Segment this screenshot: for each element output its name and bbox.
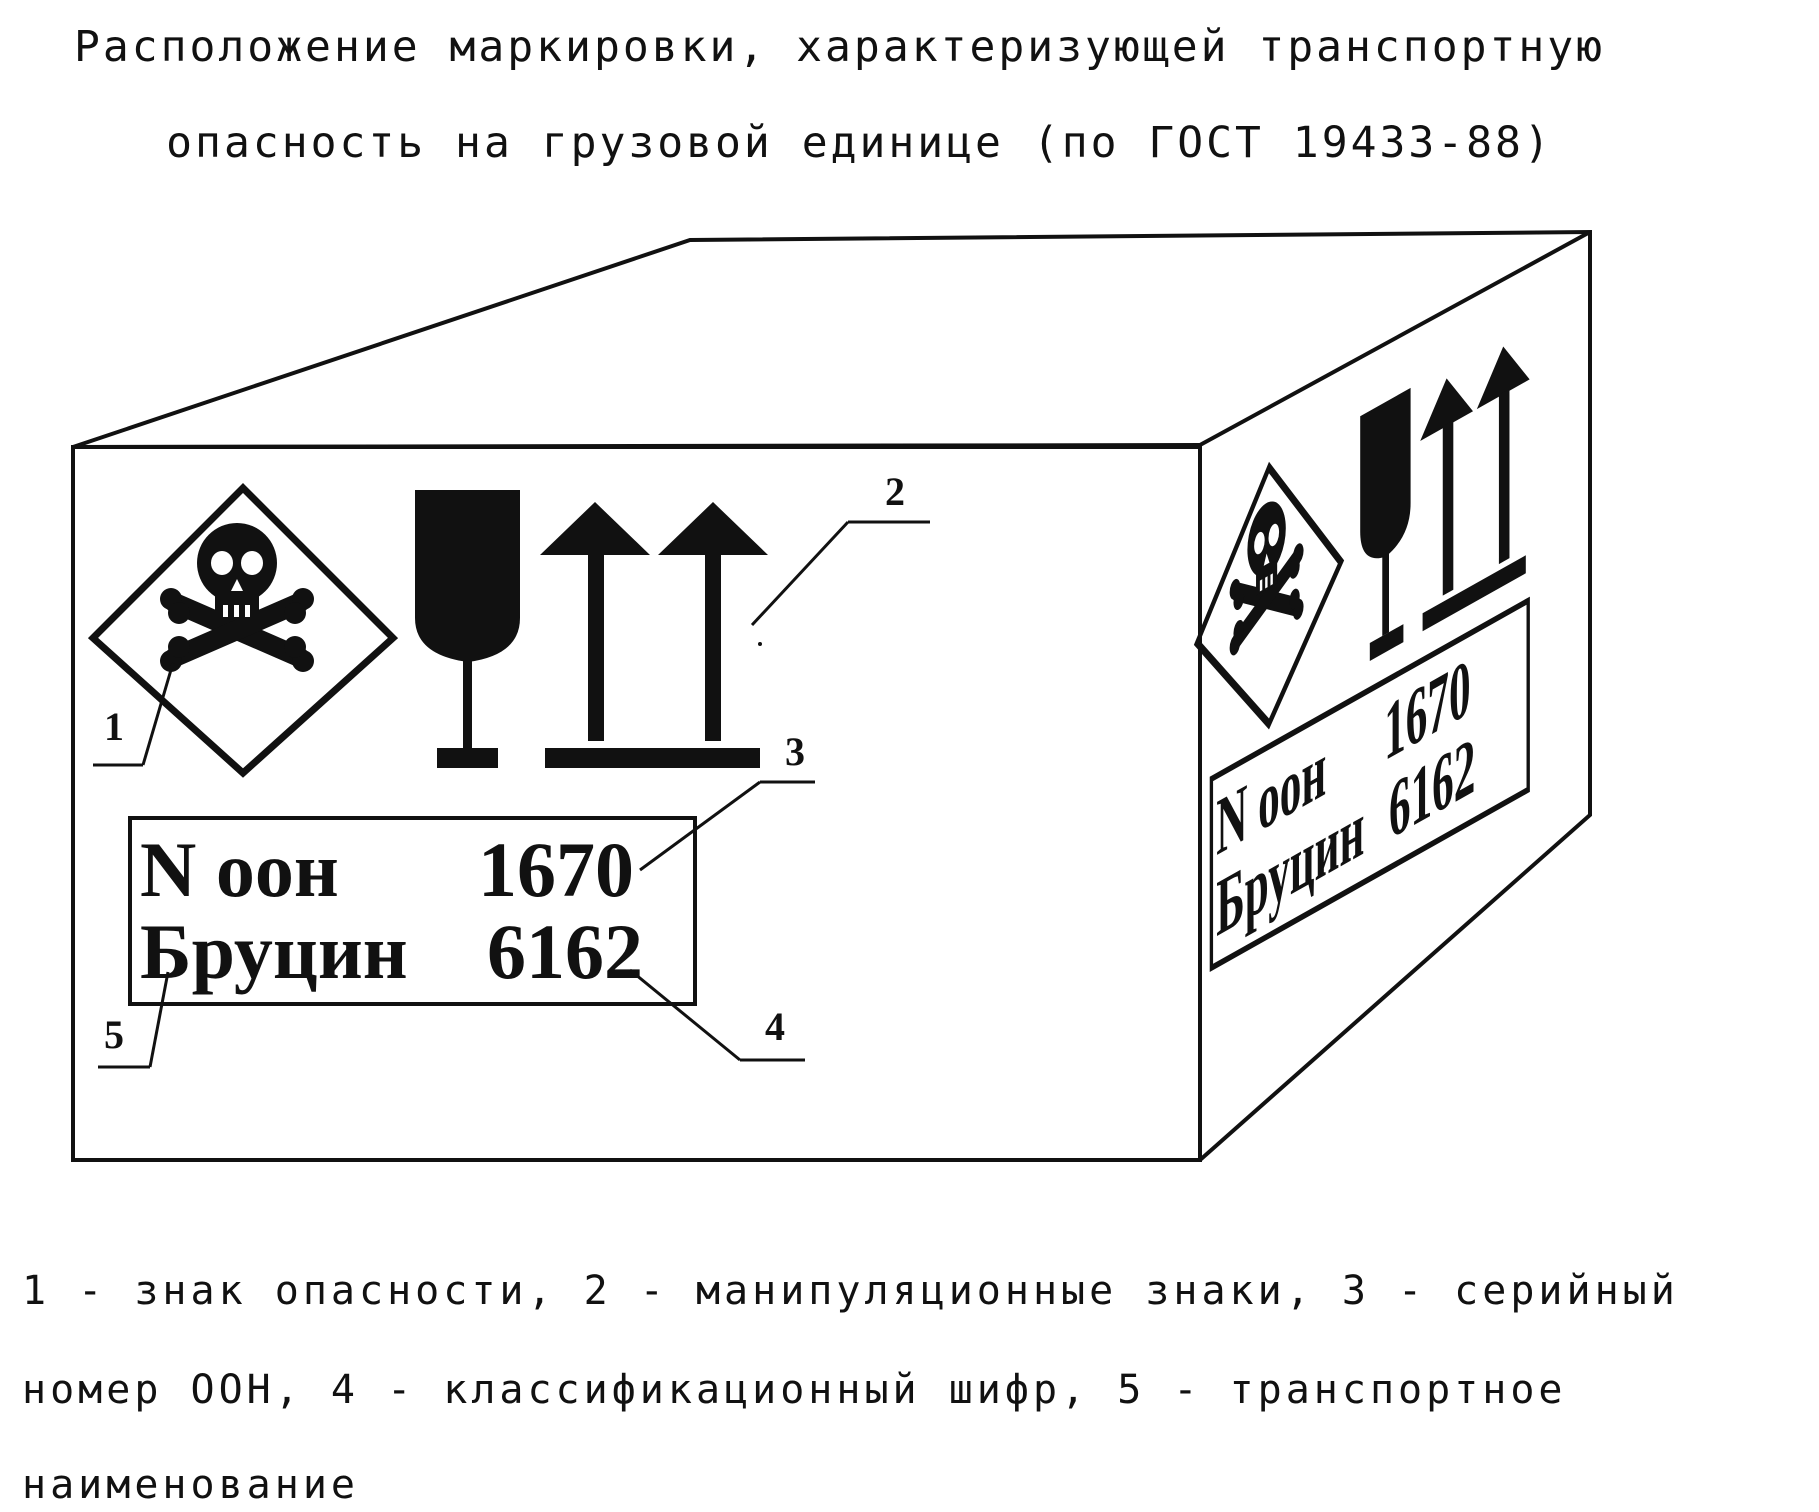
classification-code: 6162	[487, 908, 643, 995]
un-number: 1670	[478, 826, 634, 913]
shipping-name: Бруцин	[140, 908, 408, 995]
this-way-up-arrows-icon	[540, 502, 768, 768]
side-fragile-glass-icon	[1360, 387, 1411, 662]
callout-leaders	[93, 520, 930, 1069]
callout-2: 2	[885, 469, 905, 514]
side-this-way-up-arrows-icon	[1420, 346, 1530, 632]
box-outline	[71, 229, 1592, 1162]
callout-5: 5	[104, 1012, 124, 1057]
cargo-box-diagram: N оон 1670 Бруцин 6162 1 2 3 4 5	[71, 229, 1592, 1162]
title-line-2: опасность на грузовой единице (по ГОСТ 1…	[166, 118, 1553, 168]
un-text: N оон	[140, 826, 339, 913]
callout-1: 1	[104, 704, 124, 749]
side-hazard-sign	[1193, 461, 1345, 730]
title-line-1: Расположение маркировки, характеризующей…	[73, 22, 1606, 72]
side-face-markings: N оон 1670 Бруцин 6162	[1193, 346, 1530, 972]
side-skull-crossbones-icon	[1230, 482, 1304, 658]
callout-4: 4	[765, 1004, 785, 1049]
side-label: N оон 1670 Бруцин 6162	[1209, 596, 1530, 972]
hazard-sign	[87, 483, 399, 778]
fragile-glass-icon	[415, 490, 520, 768]
caption-line-3: наименование	[22, 1462, 359, 1508]
caption-line-1: 1 - знак опасности, 2 - манипуляционные …	[22, 1268, 1679, 1314]
front-label: N оон 1670 Бруцин 6162	[128, 816, 697, 1006]
caption-line-2: номер ООН, 4 - классификационный шифр, 5…	[22, 1367, 1567, 1413]
callout-3: 3	[785, 729, 805, 774]
